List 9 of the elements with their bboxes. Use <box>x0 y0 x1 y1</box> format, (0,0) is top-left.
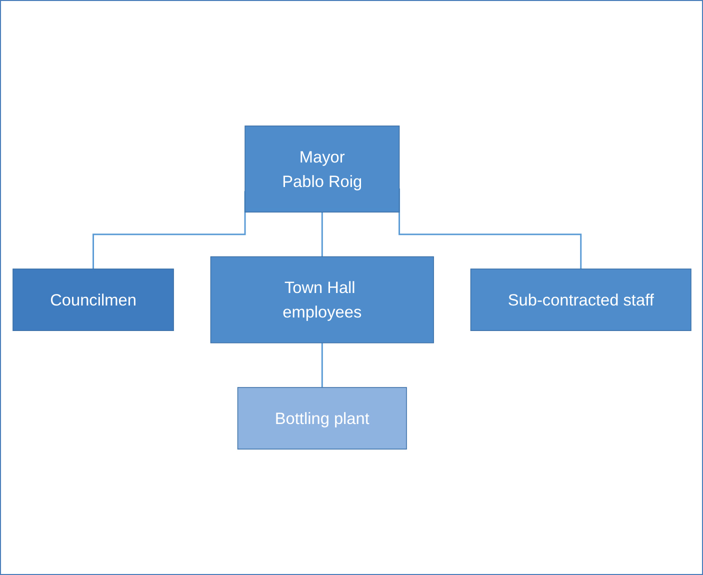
node-box <box>470 268 691 331</box>
node-box <box>236 387 406 450</box>
node-box <box>12 268 174 331</box>
org-chart: Mayor Pablo Roig Councilmen Town Hall employees Sub-contracted staff Bottling plant <box>6 120 696 456</box>
connector <box>398 188 582 270</box>
node-box <box>244 126 400 212</box>
connector <box>320 342 322 388</box>
connector <box>320 212 322 258</box>
node-box <box>210 256 434 344</box>
